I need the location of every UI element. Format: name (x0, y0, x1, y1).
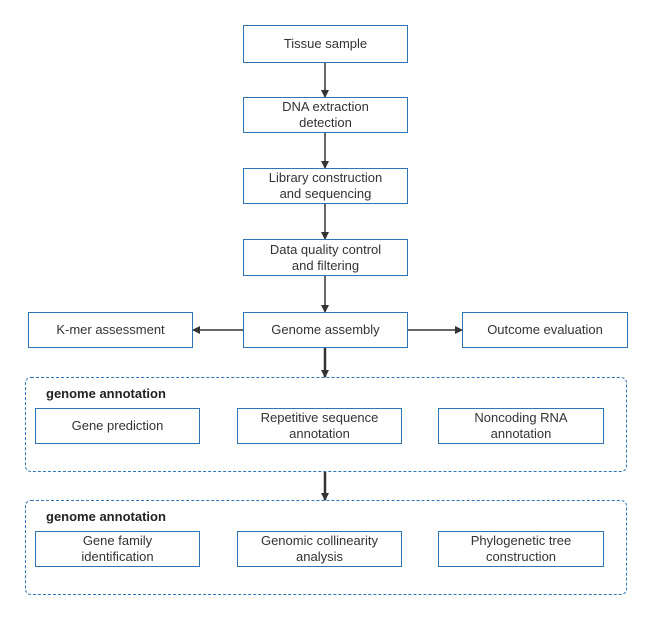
phylogenetic-tree-label: Phylogenetic tree construction (470, 533, 572, 564)
kmer-assessment-label: K-mer assessment (56, 322, 165, 337)
annotation-group-title: genome annotation (46, 386, 166, 401)
phylogenetic-tree-box: Phylogenetic tree construction (438, 531, 604, 567)
noncoding-rna-label: Noncoding RNA annotation (474, 410, 568, 441)
library-construction-box: Library construction and sequencing (243, 168, 408, 204)
analysis-group (25, 500, 627, 595)
outcome-evaluation-box: Outcome evaluation (462, 312, 628, 348)
outcome-evaluation-label: Outcome evaluation (487, 322, 603, 337)
genomic-collinearity-box: Genomic collinearity analysis (237, 531, 402, 567)
genomic-collinearity-label: Genomic collinearity analysis (260, 533, 379, 564)
gene-family-box: Gene family identification (35, 531, 200, 567)
library-construction-label: Library construction and sequencing (268, 170, 383, 201)
noncoding-rna-box: Noncoding RNA annotation (438, 408, 604, 444)
genome-assembly-box: Genome assembly (243, 312, 408, 348)
repetitive-sequence-box: Repetitive sequence annotation (237, 408, 402, 444)
quality-control-label: Data quality control and filtering (269, 241, 382, 273)
tissue-sample-box: Tissue sample (243, 25, 408, 63)
gene-prediction-box: Gene prediction (35, 408, 200, 444)
tissue-sample-label: Tissue sample (283, 36, 368, 51)
gene-family-label: Gene family identification (81, 533, 154, 564)
kmer-assessment-box: K-mer assessment (28, 312, 193, 348)
gene-prediction-label: Gene prediction (71, 418, 164, 433)
dna-extraction-box: DNA extraction detection (243, 97, 408, 133)
quality-control-box: Data quality control and filtering (243, 239, 408, 276)
dna-extraction-label: DNA extraction detection (282, 99, 369, 130)
repetitive-sequence-label: Repetitive sequence annotation (260, 410, 379, 441)
analysis-group-title: genome annotation (46, 509, 166, 524)
genome-assembly-label: Genome assembly (271, 322, 380, 337)
annotation-group (25, 377, 627, 472)
